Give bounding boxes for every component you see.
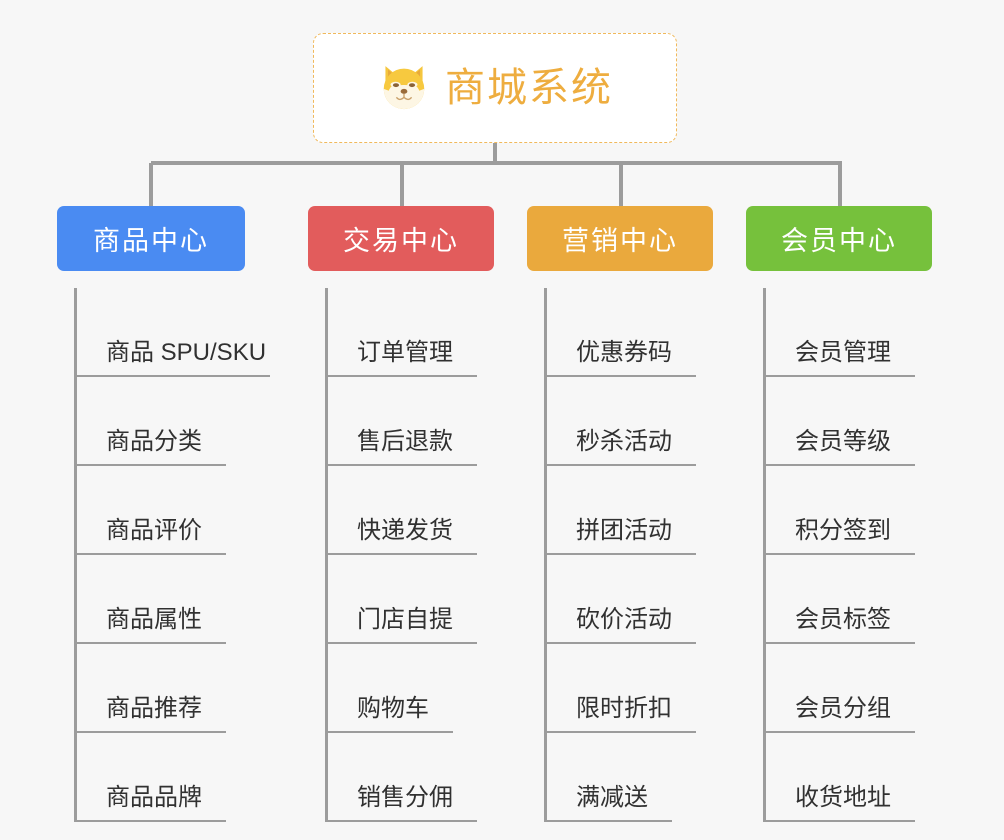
connector-drop-member-center <box>838 163 842 206</box>
leaf-item-label: 门店自提 <box>357 605 453 633</box>
leaf-item[interactable]: 商品推荐 <box>74 644 226 733</box>
connector-spine-marketing-center <box>544 288 547 822</box>
leaf-item[interactable]: 秒杀活动 <box>544 377 696 466</box>
leaf-item[interactable]: 会员标签 <box>763 555 915 644</box>
leaf-item-label: 会员分组 <box>795 694 891 722</box>
leaf-item-label: 订单管理 <box>357 338 453 366</box>
leaf-item-label: 收货地址 <box>795 783 891 811</box>
leaf-item-label: 商品推荐 <box>106 694 202 722</box>
category-header-member-center[interactable]: 会员中心 <box>746 206 932 271</box>
leaf-item[interactable]: 订单管理 <box>325 288 477 377</box>
connector-spine-trade-center <box>325 288 328 822</box>
leaf-item-label: 会员标签 <box>795 605 891 633</box>
leaf-item-label: 积分签到 <box>795 516 891 544</box>
leaf-item-label: 会员等级 <box>795 427 891 455</box>
category-header-product-center[interactable]: 商品中心 <box>57 206 245 271</box>
leaf-item[interactable]: 砍价活动 <box>544 555 696 644</box>
category-header-label: 交易中心 <box>343 226 459 256</box>
leaf-column-trade-center: 订单管理售后退款快递发货门店自提购物车销售分佣 <box>325 288 545 822</box>
shiba-inu-icon <box>383 66 425 110</box>
leaf-item-label: 限时折扣 <box>576 694 672 722</box>
category-header-label: 营销中心 <box>562 226 678 256</box>
leaf-column-product-center: 商品 SPU/SKU 商品分类商品评价商品属性商品推荐商品品牌 <box>74 288 294 822</box>
leaf-item-label: 满减送 <box>576 783 648 811</box>
leaf-item-label: 商品分类 <box>106 427 202 455</box>
leaf-item-label: 售后退款 <box>357 427 453 455</box>
leaf-item-label: 商品评价 <box>106 516 202 544</box>
leaf-item[interactable]: 会员分组 <box>763 644 915 733</box>
connector-drop-marketing-center <box>619 163 623 206</box>
leaf-item-label: 拼团活动 <box>576 516 672 544</box>
connector-trunk <box>493 143 497 164</box>
leaf-item[interactable]: 优惠券码 <box>544 288 696 377</box>
root-title: 商城系统 <box>445 66 613 110</box>
leaf-item-label: 销售分佣 <box>357 783 453 811</box>
leaf-item[interactable]: 满减送 <box>544 733 672 822</box>
leaf-item-label: 商品品牌 <box>106 783 202 811</box>
root-node[interactable]: 商城系统 <box>313 33 677 143</box>
leaf-item[interactable]: 积分签到 <box>763 466 915 555</box>
leaf-item[interactable]: 商品分类 <box>74 377 226 466</box>
leaf-item[interactable]: 商品 SPU/SKU <box>74 288 270 377</box>
connector-spine-member-center <box>763 288 766 822</box>
leaf-item[interactable]: 拼团活动 <box>544 466 696 555</box>
leaf-item-label: 优惠券码 <box>576 338 672 366</box>
leaf-item-label: 快递发货 <box>357 516 453 544</box>
leaf-item[interactable]: 限时折扣 <box>544 644 696 733</box>
leaf-item[interactable]: 门店自提 <box>325 555 477 644</box>
leaf-item-label: 购物车 <box>357 694 429 722</box>
leaf-item[interactable]: 快递发货 <box>325 466 477 555</box>
leaf-column-member-center: 会员管理会员等级积分签到会员标签会员分组收货地址 <box>763 288 983 822</box>
leaf-item[interactable]: 购物车 <box>325 644 453 733</box>
leaf-item[interactable]: 售后退款 <box>325 377 477 466</box>
category-header-label: 商品中心 <box>93 226 209 256</box>
leaf-item-label: 砍价活动 <box>576 605 672 633</box>
connector-drop-product-center <box>149 163 153 206</box>
leaf-item-label: 会员管理 <box>795 338 891 366</box>
category-header-label: 会员中心 <box>781 226 897 256</box>
leaf-item[interactable]: 商品属性 <box>74 555 226 644</box>
leaf-item[interactable]: 会员等级 <box>763 377 915 466</box>
leaf-item-label: 秒杀活动 <box>576 427 672 455</box>
connector-drop-trade-center <box>400 163 404 206</box>
connector-spine-product-center <box>74 288 77 822</box>
leaf-item[interactable]: 销售分佣 <box>325 733 477 822</box>
category-header-trade-center[interactable]: 交易中心 <box>308 206 494 271</box>
leaf-item[interactable]: 收货地址 <box>763 733 915 822</box>
leaf-item[interactable]: 商品评价 <box>74 466 226 555</box>
leaf-item[interactable]: 会员管理 <box>763 288 915 377</box>
leaf-item-label: 商品属性 <box>106 605 202 633</box>
category-header-marketing-center[interactable]: 营销中心 <box>527 206 713 271</box>
leaf-item-label: 商品 SPU/SKU <box>106 338 267 366</box>
leaf-item[interactable]: 商品品牌 <box>74 733 226 822</box>
leaf-column-marketing-center: 优惠券码秒杀活动拼团活动砍价活动限时折扣满减送 <box>544 288 764 822</box>
connector-bus <box>151 161 842 165</box>
